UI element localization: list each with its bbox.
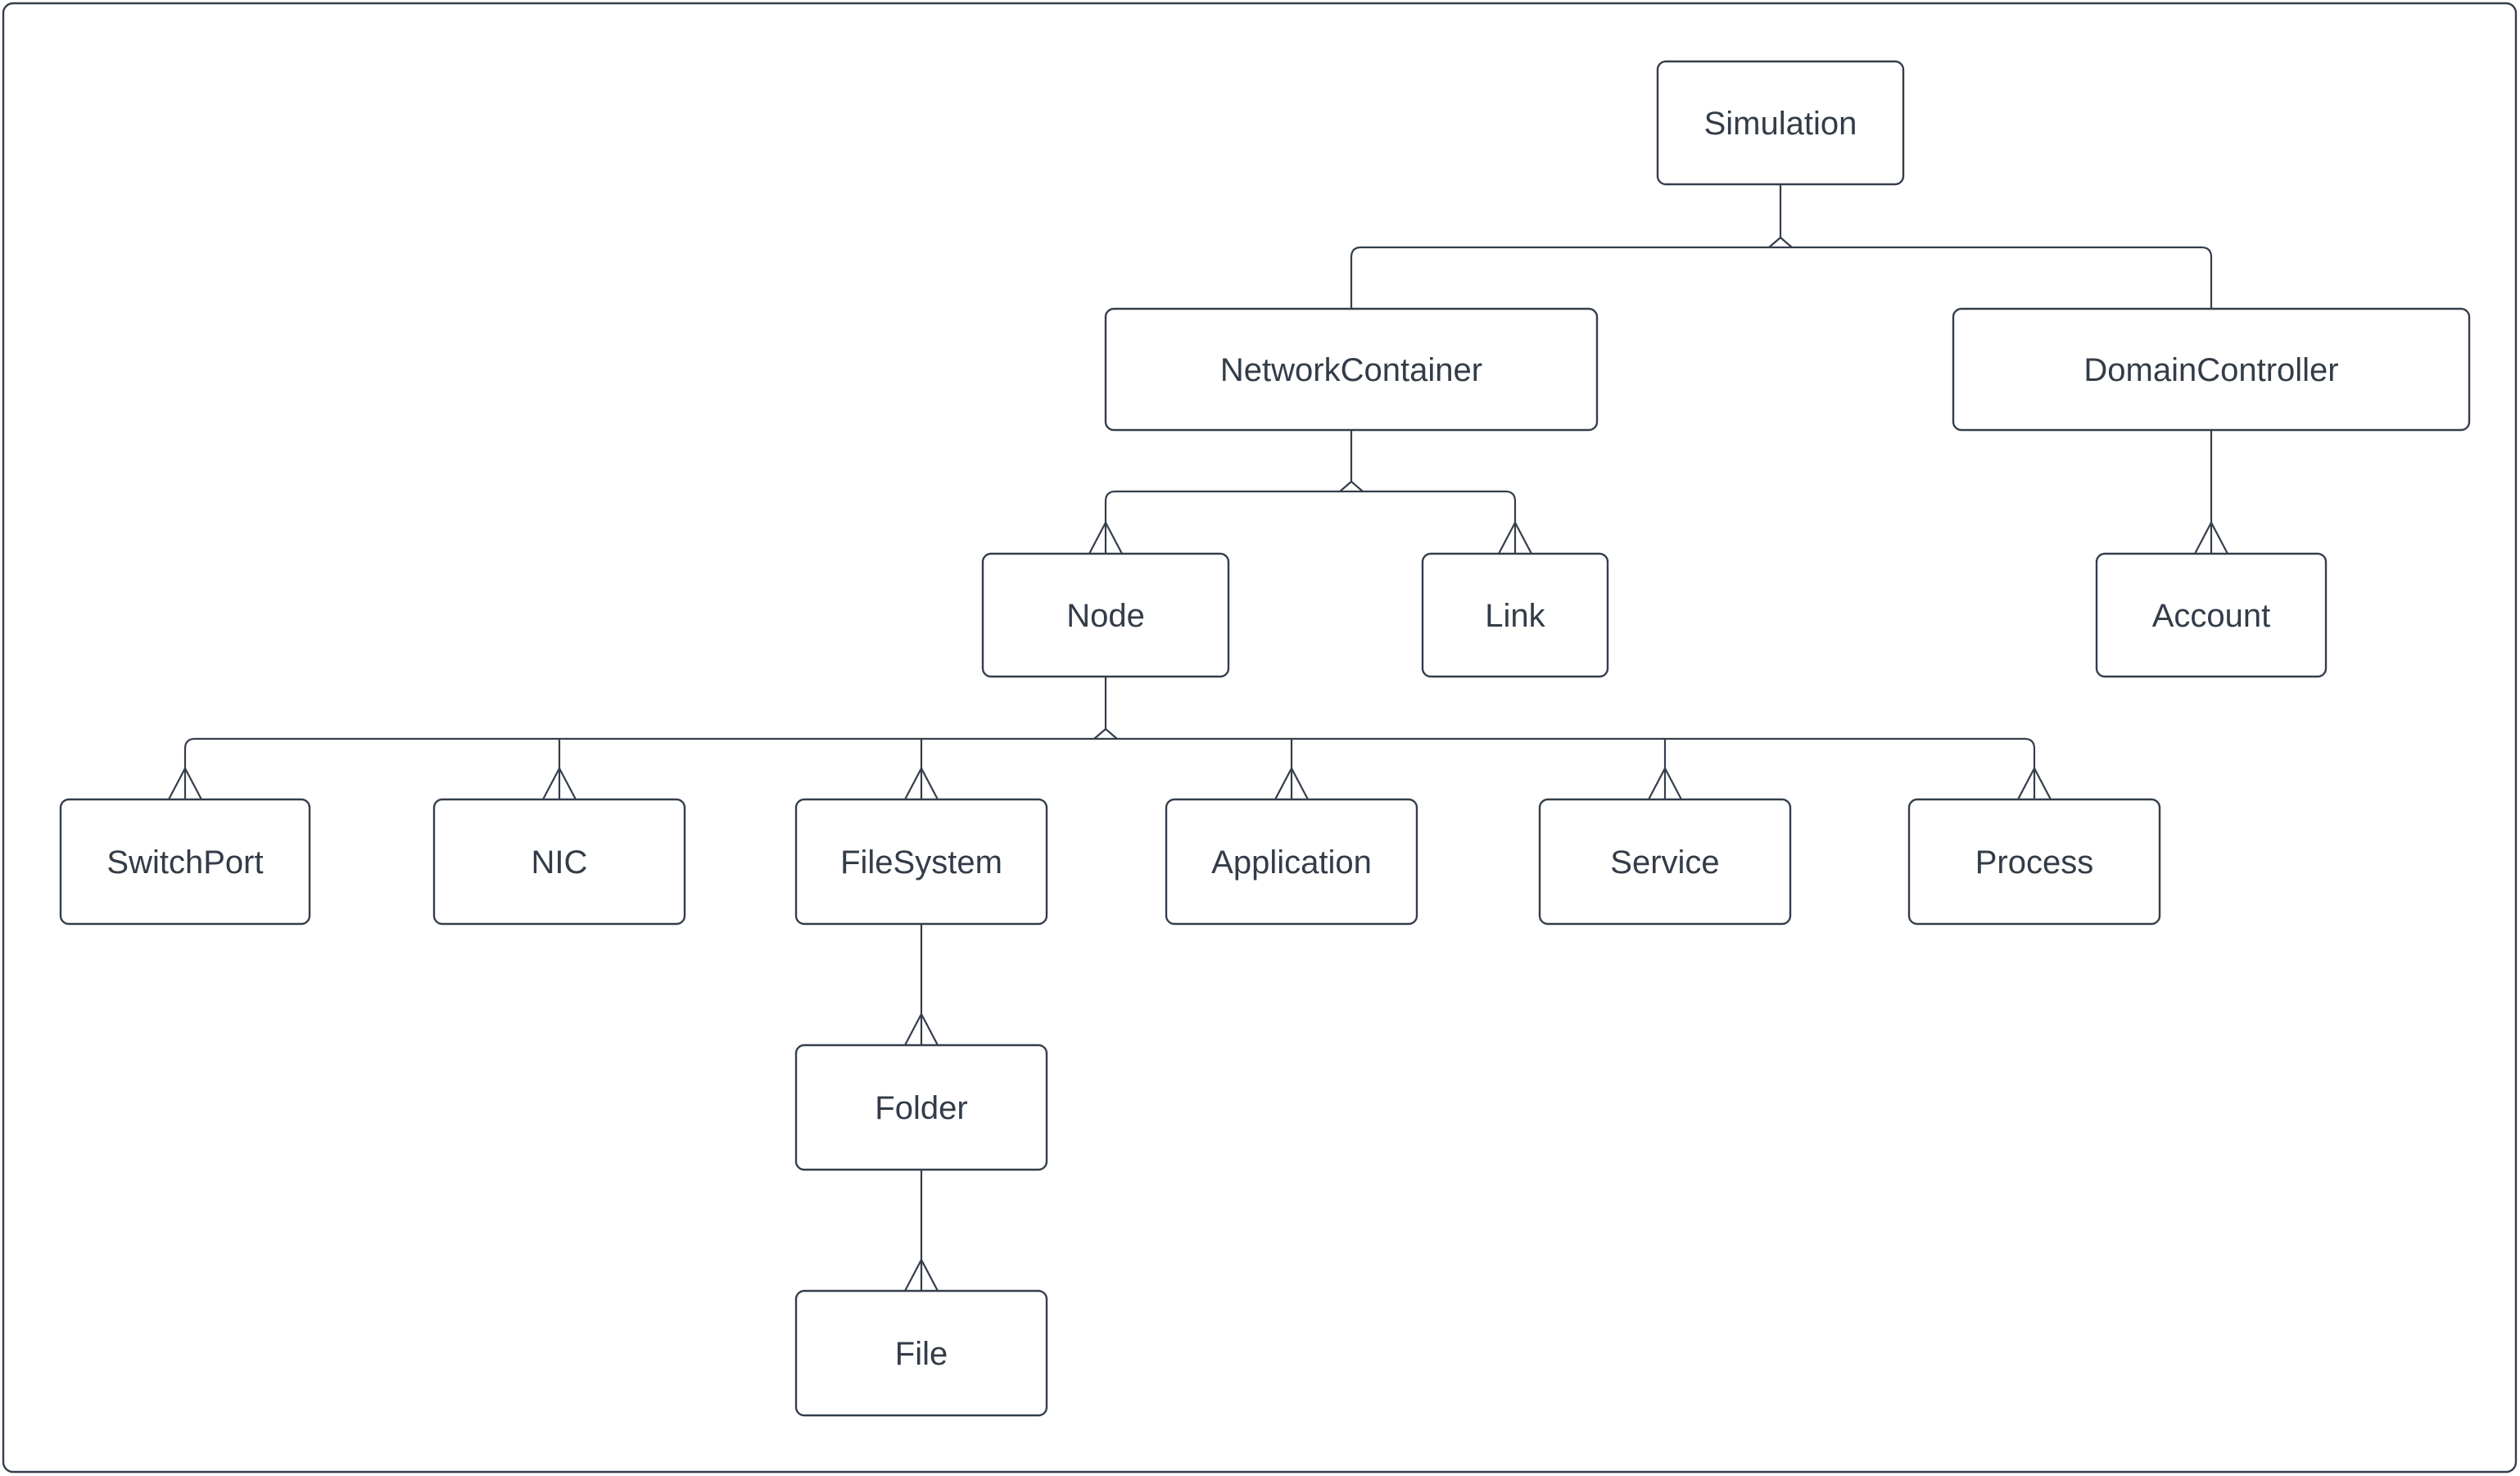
shape-folder-box[interactable] [794, 1044, 1048, 1171]
shape-node[interactable]: Node [981, 552, 1230, 678]
inheritance-arrowhead-filesystem [904, 766, 939, 800]
shape-file-system[interactable]: FileSystem [794, 798, 1048, 926]
shape-file-system-label: FileSystem [840, 844, 1002, 881]
shape-application-label: Application [1211, 844, 1372, 881]
shape-simulation[interactable]: Simulation [1656, 60, 1905, 186]
shape-application-box[interactable] [1165, 798, 1418, 926]
connector-filesystem-folder[interactable] [904, 924, 939, 1046]
inheritance-arrowhead-account [2194, 520, 2228, 555]
connector-networkcontainer-children[interactable] [1088, 430, 1532, 555]
shape-switch-port-box[interactable] [59, 798, 311, 926]
shape-application[interactable]: Application [1165, 798, 1418, 926]
shape-network-container-box[interactable] [1104, 307, 1599, 432]
shape-simulation-label: Simulation [1704, 106, 1857, 142]
shape-account-box[interactable] [2095, 552, 2328, 678]
shape-link[interactable]: Link [1421, 552, 1609, 678]
connector-fork-junction [1339, 480, 1364, 492]
inheritance-arrowhead-file [904, 1257, 939, 1292]
connector-folder-file[interactable] [904, 1170, 939, 1292]
connector-fork-junction [1093, 727, 1118, 740]
shape-network-container[interactable]: NetworkContainer [1104, 307, 1599, 432]
shape-account[interactable]: Account [2095, 552, 2328, 678]
inheritance-arrowhead-link [1498, 520, 1532, 555]
shape-file-label: File [895, 1336, 948, 1372]
shape-service[interactable]: Service [1538, 798, 1792, 926]
shape-switch-port-label: SwitchPort [106, 844, 263, 881]
shape-nic-box[interactable] [432, 798, 686, 926]
shape-network-container-label: NetworkContainer [1220, 352, 1482, 388]
shape-domain-controller[interactable]: DomainController [1952, 307, 2471, 432]
connector-node-children[interactable] [168, 677, 2052, 800]
connector-rail-2 [1104, 490, 1517, 554]
connector-rail-1 [1350, 246, 2213, 309]
inheritance-arrowhead-node [1088, 520, 1123, 555]
shape-link-label: Link [1485, 598, 1545, 634]
shape-domain-controller-label: DomainController [2083, 352, 2338, 388]
shape-account-label: Account [2152, 598, 2271, 634]
inheritance-arrowhead-application [1274, 766, 1309, 800]
inheritance-arrowhead-process [2017, 766, 2052, 800]
shape-service-label: Service [1610, 844, 1719, 881]
inheritance-arrowhead-nic [542, 766, 577, 800]
shape-switch-port[interactable]: SwitchPort [59, 798, 311, 926]
shape-file-box[interactable] [794, 1289, 1048, 1417]
connector-simulation-children[interactable] [1350, 184, 2213, 309]
shape-service-box[interactable] [1538, 798, 1792, 926]
shape-node-box[interactable] [981, 552, 1230, 678]
shape-nic[interactable]: NIC [432, 798, 686, 926]
shape-domain-controller-box[interactable] [1952, 307, 2471, 432]
shape-folder-label: Folder [875, 1090, 967, 1126]
inheritance-arrowhead-switchport [168, 766, 202, 800]
inheritance-arrowhead-folder [904, 1012, 939, 1046]
shape-process-label: Process [1975, 844, 2094, 881]
shape-process[interactable]: Process [1907, 798, 2161, 926]
shape-folder[interactable]: Folder [794, 1044, 1048, 1171]
connector-rail-3 [183, 737, 2036, 799]
shape-simulation-box[interactable] [1656, 60, 1905, 186]
connector-fork-junction [1768, 236, 1793, 248]
shape-node-label: Node [1066, 598, 1145, 634]
connector-domaincontroller-account[interactable] [2194, 430, 2228, 555]
shape-process-box[interactable] [1907, 798, 2161, 926]
inheritance-arrowhead-service [1648, 766, 1682, 800]
shape-file[interactable]: File [794, 1289, 1048, 1417]
shape-file-system-box[interactable] [794, 798, 1048, 926]
shape-link-box[interactable] [1421, 552, 1609, 678]
shape-nic-label: NIC [532, 844, 588, 881]
